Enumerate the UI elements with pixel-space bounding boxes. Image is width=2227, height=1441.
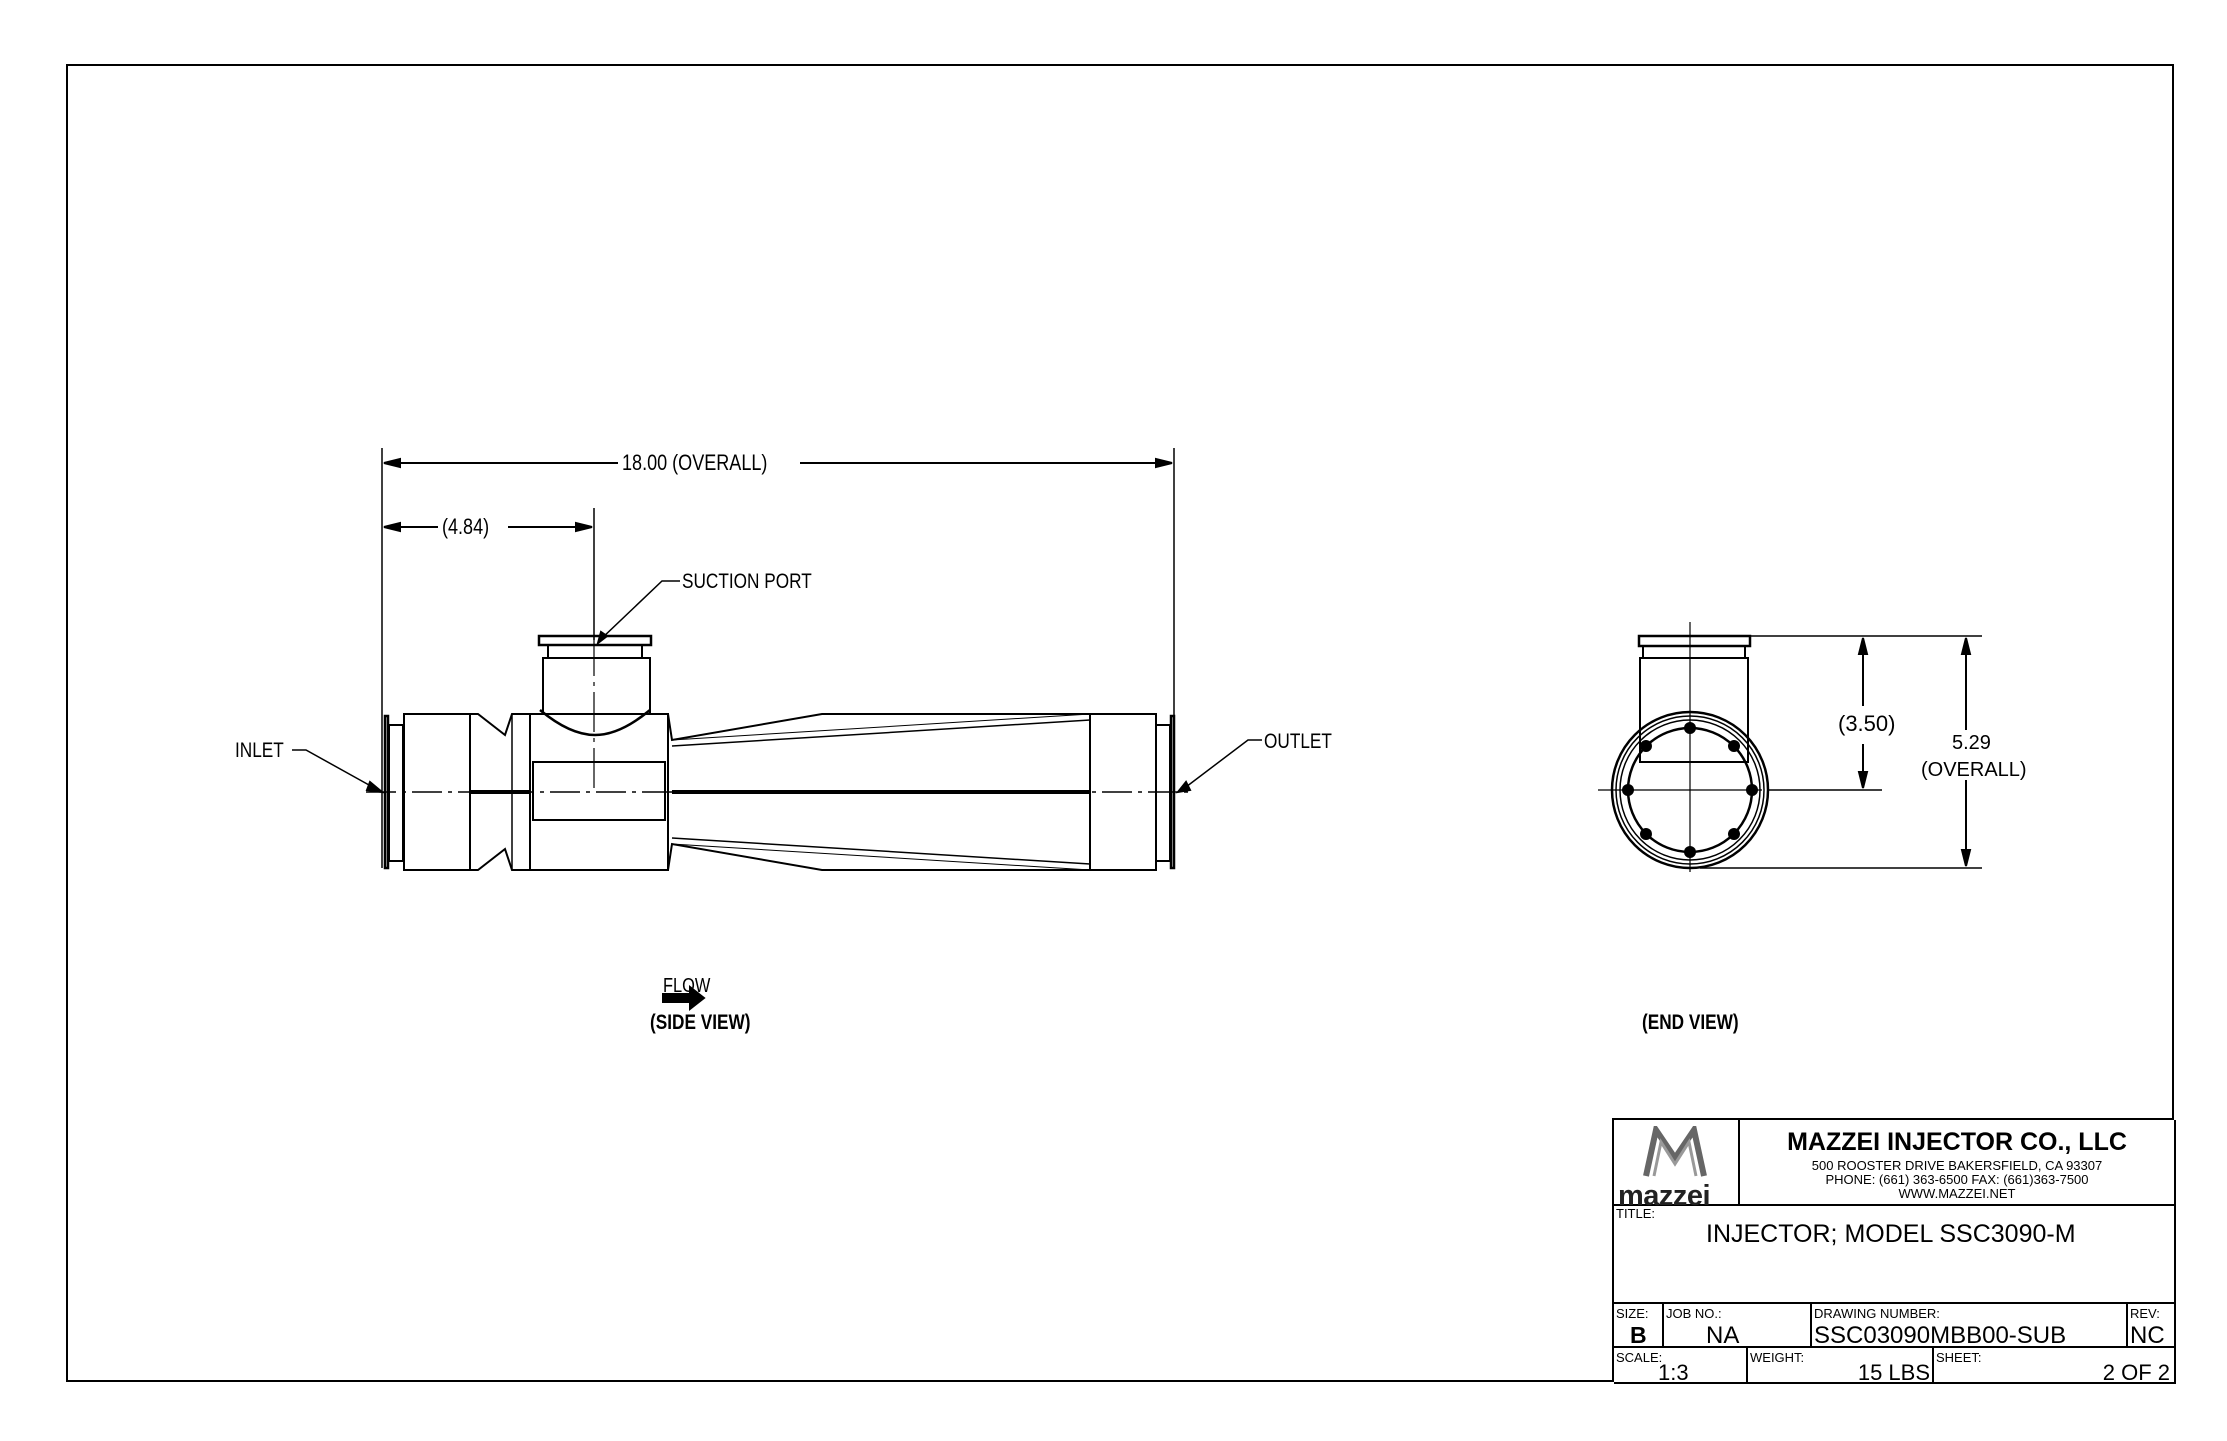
weight-caption: WEIGHT:: [1750, 1350, 1805, 1365]
scale-caption: SCALE:: [1616, 1350, 1663, 1365]
size-caption: SIZE:: [1616, 1306, 1649, 1321]
overall-length-dimension: 18.00 (OVERALL): [622, 450, 768, 475]
suction-offset-dimension: (4.84): [442, 514, 490, 539]
overall-height-value: 5.29: [1952, 732, 1991, 754]
flow-label: FLOW: [663, 975, 711, 997]
end-view-caption: (END VIEW): [1642, 1011, 1739, 1034]
scale-cell: SCALE: 1:3: [1614, 1348, 1748, 1385]
size-value: B: [1630, 1322, 1647, 1348]
logo-wordmark: mazzei: [1618, 1180, 1711, 1212]
job-value: NA: [1706, 1322, 1740, 1349]
job-caption: JOB NO.:: [1666, 1306, 1722, 1321]
rev-value: NC: [2130, 1322, 2165, 1349]
suction-port-callout: SUCTION PORT: [682, 570, 812, 593]
drawing-number-caption: DRAWING NUMBER:: [1814, 1306, 1940, 1321]
outlet-callout: OUTLET: [1264, 730, 1332, 753]
weight-value: 15 LBS: [1857, 1360, 1930, 1385]
company-website: WWW.MAZZEI.NET: [1898, 1186, 2016, 1201]
job-cell: JOB NO.: NA: [1664, 1304, 1812, 1349]
drawing-title: INJECTOR; MODEL SSC3090-M: [1706, 1220, 2076, 1248]
inlet-callout: INLET: [235, 739, 284, 762]
title-caption: TITLE:: [1616, 1206, 1656, 1221]
rev-cell: REV: NC: [2128, 1304, 2176, 1349]
rev-caption: REV:: [2130, 1306, 2160, 1321]
scale-value: 1:3: [1658, 1360, 1689, 1385]
company-phone-fax: PHONE: (661) 363-6500 FAX: (661)363-7500: [1825, 1172, 2089, 1187]
company-address: 500 ROOSTER DRIVE BAKERSFIELD, CA 93307: [1811, 1158, 2103, 1173]
overall-height-note: (OVERALL): [1921, 759, 2027, 781]
sheet-value: 2 OF 2: [2102, 1360, 2170, 1385]
weight-cell: WEIGHT: 15 LBS: [1748, 1348, 1934, 1385]
mazzei-logo-icon: [1643, 1126, 1707, 1177]
sheet-border: [66, 64, 2174, 1382]
centerline-height-dimension: (3.50): [1838, 711, 1896, 736]
sheet-caption: SHEET:: [1936, 1350, 1982, 1365]
title-cell: TITLE: INJECTOR; MODEL SSC3090-M: [1614, 1206, 2176, 1304]
company-name: MAZZEI INJECTOR CO., LLC: [1787, 1128, 2127, 1156]
drawing-number-value: SSC03090MBB00-SUB: [1814, 1322, 2067, 1349]
company-cell: MAZZEI INJECTOR CO., LLC 500 ROOSTER DRI…: [1740, 1120, 2176, 1206]
size-cell: SIZE: B: [1614, 1304, 1664, 1348]
title-block: mazzei MAZZEI INJECTOR CO., LLC 500 ROOS…: [1612, 1118, 2176, 1385]
side-view-caption: (SIDE VIEW): [650, 1011, 751, 1034]
drawing-number-cell: DRAWING NUMBER: SSC03090MBB00-SUB: [1812, 1304, 2128, 1349]
sheet-cell: SHEET: 2 OF 2: [1934, 1348, 2176, 1385]
logo-cell: mazzei: [1614, 1120, 1740, 1212]
